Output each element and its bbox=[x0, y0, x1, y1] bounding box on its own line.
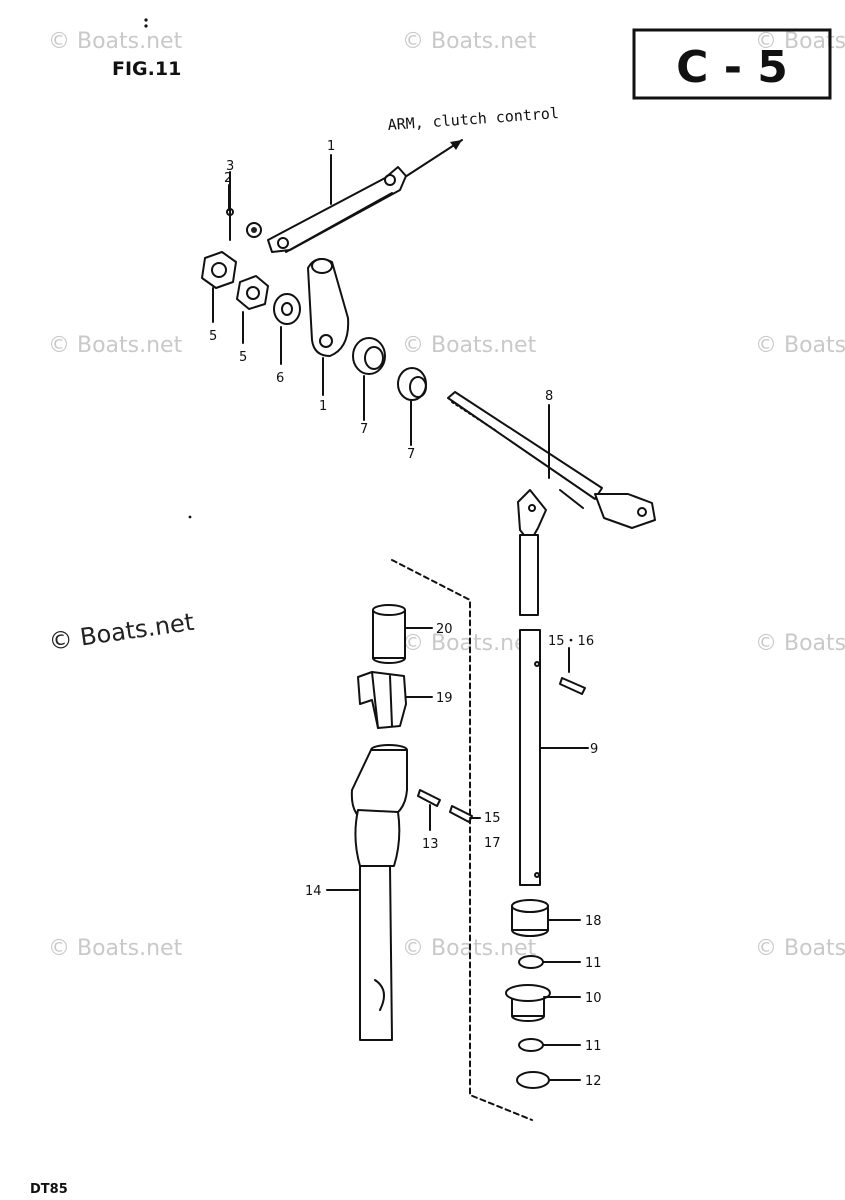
watermark: © Boats.net bbox=[755, 333, 845, 358]
part-9-vertical-rod bbox=[517, 489, 547, 886]
watermark: © Boats.net bbox=[48, 333, 183, 358]
callout-1: 1 bbox=[319, 399, 327, 414]
part-20-roller bbox=[372, 604, 406, 664]
arm-direction-arrow bbox=[404, 139, 463, 178]
watermark: © Boats.net bbox=[402, 29, 537, 54]
part-1-link-rod bbox=[267, 166, 407, 253]
section-code-box bbox=[632, 28, 832, 100]
part-11-ring-b bbox=[518, 1038, 544, 1052]
callout-15-16: 15・16 bbox=[548, 634, 594, 649]
callout-18: 18 bbox=[585, 914, 602, 929]
callout-1: 1 bbox=[327, 139, 335, 154]
part-19-clip bbox=[357, 671, 407, 729]
callout-11: 11 bbox=[585, 1039, 602, 1054]
part-7-bushing-b bbox=[397, 367, 427, 401]
callout-14: 14 bbox=[305, 884, 322, 899]
callout-7: 7 bbox=[407, 447, 415, 462]
callout-11: 11 bbox=[585, 956, 602, 971]
callout-19: 19 bbox=[436, 691, 453, 706]
part-7-bushing-a bbox=[352, 337, 386, 375]
callout-7: 7 bbox=[360, 422, 368, 437]
callout-10: 10 bbox=[585, 991, 602, 1006]
callout-13: 13 bbox=[422, 837, 439, 852]
stray-mark bbox=[188, 515, 192, 519]
part-15-17-pin bbox=[449, 805, 473, 823]
callout-3: 3 bbox=[226, 159, 234, 174]
leader-lines bbox=[212, 154, 589, 1081]
callout-20: 20 bbox=[436, 622, 453, 637]
arm-clutch-control-label: ARM, clutch control bbox=[387, 104, 559, 134]
part-13-pin bbox=[417, 789, 441, 807]
part-5-nut-right bbox=[236, 275, 269, 310]
part-14-shift-lever bbox=[350, 744, 408, 1041]
part-1-lever bbox=[307, 258, 350, 357]
watermark: © Boats.net bbox=[48, 29, 183, 54]
callout-2: 2 bbox=[224, 171, 232, 186]
watermark: © Boats.net bbox=[755, 631, 845, 656]
figure-number: FIG.11 bbox=[112, 58, 181, 80]
part-12-o-ring bbox=[516, 1071, 550, 1089]
part-8-shaft bbox=[447, 391, 656, 529]
watermark: © Boats.net bbox=[402, 333, 537, 358]
part-15-16-pin bbox=[559, 677, 586, 695]
watermark-layer: © Boats.net © Boats.net © Boats.net © Bo… bbox=[47, 29, 845, 961]
callout-15: 15 bbox=[484, 811, 501, 826]
callout-17: 17 bbox=[484, 836, 501, 851]
watermark: © Boats.net bbox=[48, 936, 183, 961]
installation-guide-line bbox=[391, 559, 533, 1121]
watermark: © Boats.net bbox=[755, 936, 845, 961]
model-code: DT85 bbox=[30, 1182, 68, 1197]
callout-5: 5 bbox=[239, 350, 247, 365]
watermark-strong: © Boats.net bbox=[47, 608, 196, 656]
part-10-guide bbox=[505, 984, 551, 1022]
arrow-head-icon bbox=[450, 140, 462, 150]
callout-5: 5 bbox=[209, 329, 217, 344]
callout-6: 6 bbox=[276, 371, 284, 386]
part-11-ring-a bbox=[518, 955, 544, 969]
part-5-nut-left bbox=[201, 251, 237, 289]
stray-mark bbox=[144, 18, 148, 22]
section-code: C - 5 bbox=[676, 42, 788, 93]
callout-labels: 1 2 3 5 5 6 1 7 7 8 20 19 15・16 9 13 15 … bbox=[209, 139, 602, 1089]
callout-12: 12 bbox=[585, 1074, 602, 1089]
stray-mark bbox=[144, 24, 148, 28]
part-6-washer bbox=[273, 293, 301, 325]
part-2-clip bbox=[246, 222, 262, 238]
callout-9: 9 bbox=[590, 742, 598, 757]
callout-8: 8 bbox=[545, 389, 553, 404]
part-18-seal bbox=[511, 899, 549, 937]
